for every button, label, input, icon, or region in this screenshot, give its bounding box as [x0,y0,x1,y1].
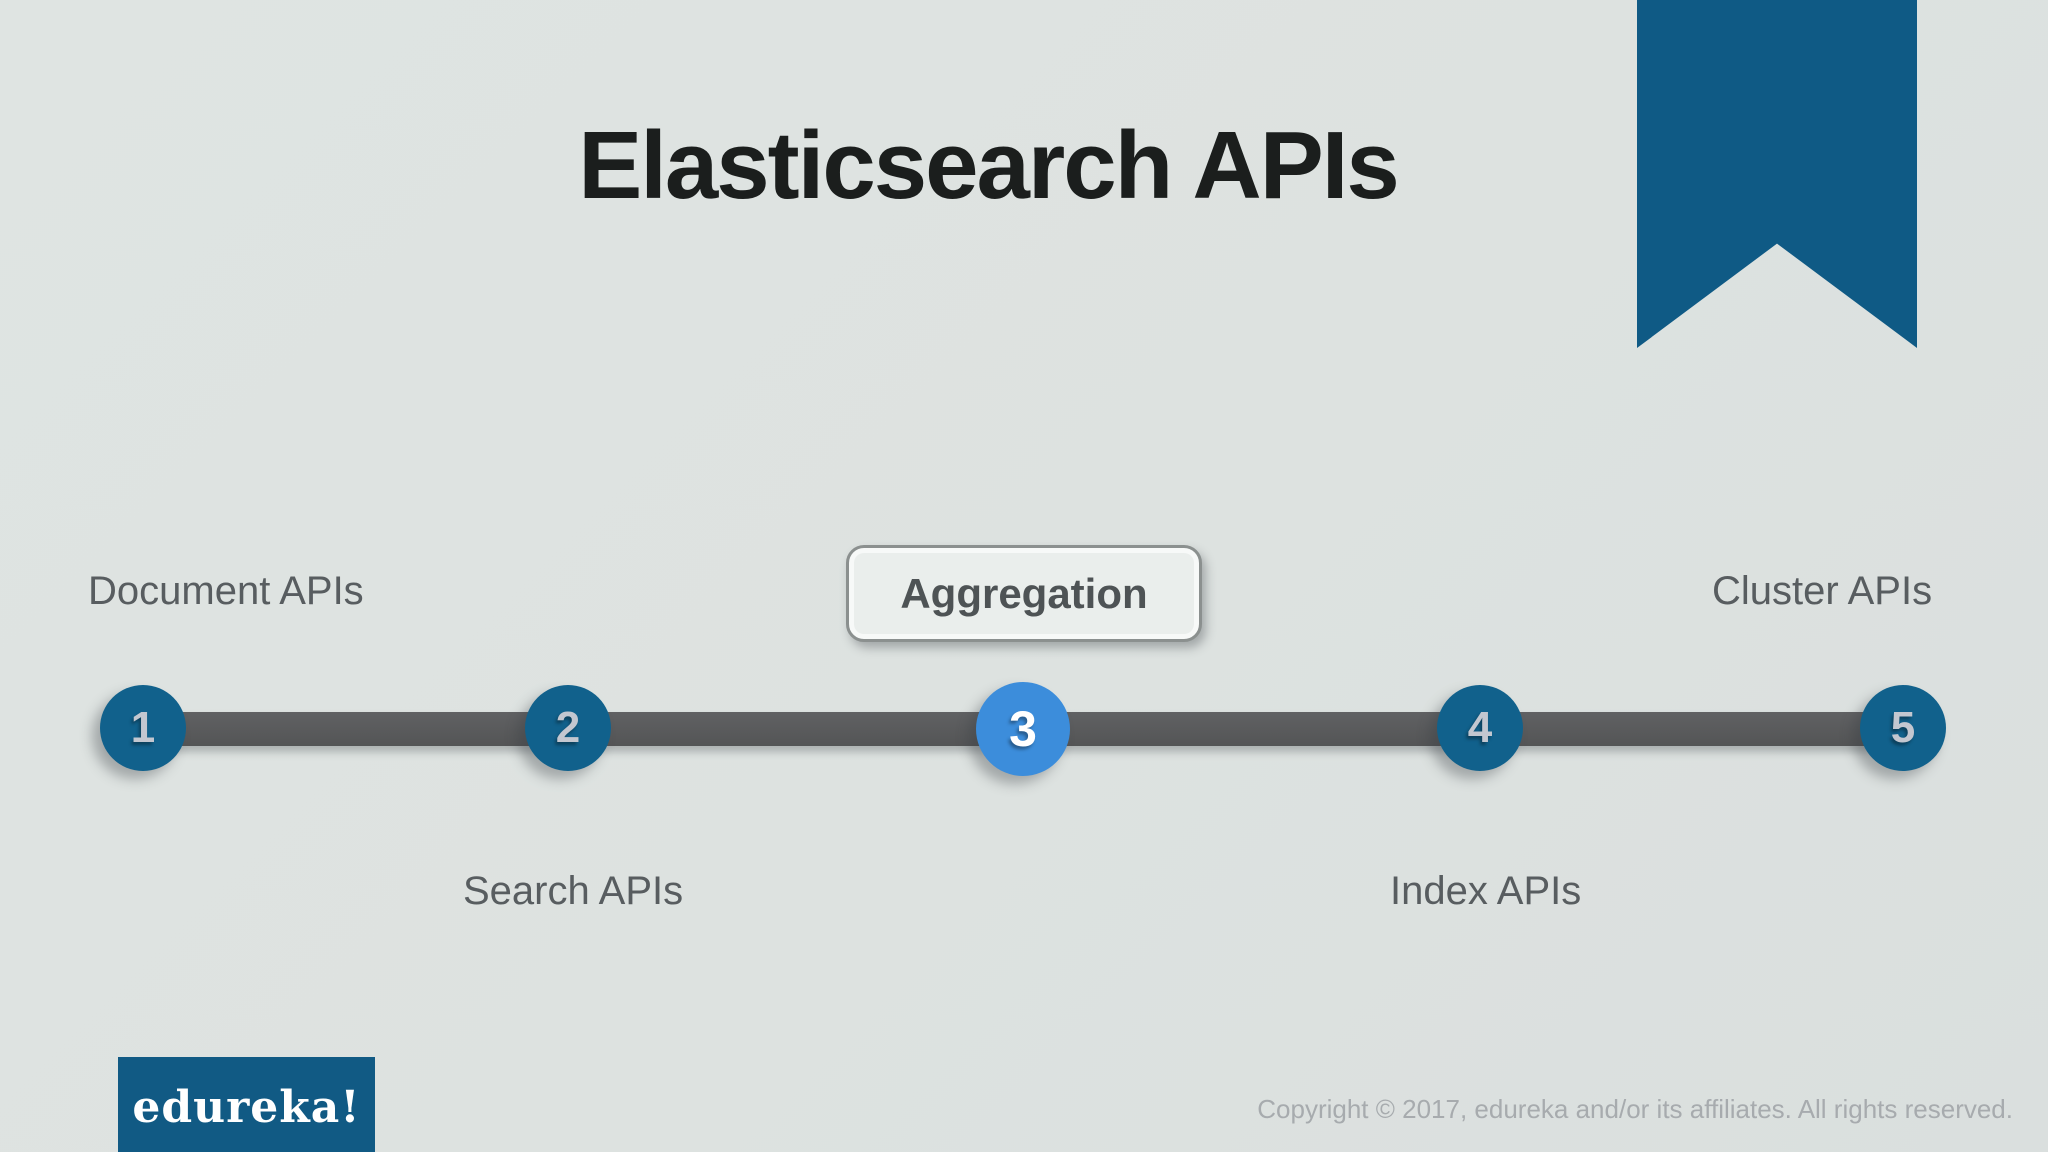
step-number-5: 5 [1890,703,1916,752]
timeline-label-aggregation: Aggregation [900,569,1148,617]
step-number-1: 1 [130,703,156,752]
timeline-label-search-apis: Search APIs [463,869,684,913]
copyright-text: Copyright © 2017, edureka and/or its aff… [1257,1094,2013,1124]
edureka-logo: edureka! [118,1057,375,1152]
timeline-step-circle-5: 5 [1860,685,1946,771]
timeline-label-aggregation-box: Aggregation [846,545,1202,642]
step-number-2: 2 [555,703,581,752]
timeline-step-circle-3-active: 3 [976,682,1070,776]
timeline-step-circle-2: 2 [525,685,611,771]
edureka-logo-text: edureka! [132,1082,361,1133]
step-number-4: 4 [1467,703,1493,752]
step-number-3: 3 [1009,701,1037,757]
timeline-label-document-apis: Document APIs [88,569,364,613]
page-title: Elasticsearch APIs [578,112,1400,219]
timeline-step-circle-1: 1 [100,685,186,771]
timeline-step-circle-4: 4 [1437,685,1523,771]
timeline-label-cluster-apis: Cluster APIs [1712,569,1933,613]
timeline-label-index-apis: Index APIs [1390,869,1582,913]
